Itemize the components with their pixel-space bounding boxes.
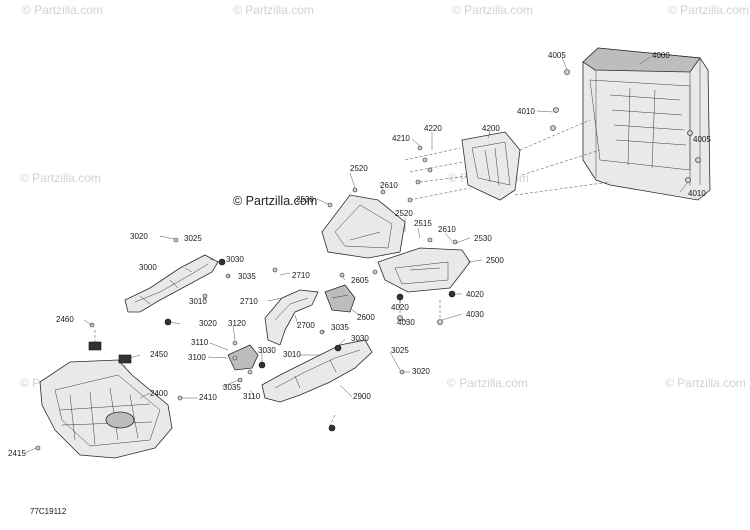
callout-label: 2450 [150, 350, 168, 359]
callout-label: 2710 [292, 271, 310, 280]
callout-label: 3010 [189, 297, 207, 306]
callout-label: 4010 [517, 107, 535, 116]
storage-box-4000 [582, 47, 711, 201]
watermark: © Partzilla.com [668, 3, 749, 17]
bracket-2600 [324, 284, 356, 313]
watermark: © Partzilla.com [665, 376, 746, 390]
callout-label: 4030 [466, 310, 484, 319]
callout-label: 4005 [548, 51, 566, 60]
callout-label: 4010 [688, 189, 706, 198]
watermark: © Partzilla.com [447, 376, 528, 390]
floor-panel-2500 [377, 247, 471, 293]
callout-label: 4200 [482, 124, 500, 133]
callout-label: 3030 [226, 255, 244, 264]
callout-label: 4020 [466, 290, 484, 299]
hardware-layer [35, 69, 701, 451]
watermark: © Partzilla.com [20, 171, 101, 185]
watermark: © Partzilla.com [22, 3, 103, 17]
callout-label: 4220 [424, 124, 442, 133]
callout-label: 2410 [199, 393, 217, 402]
bracket-3100 [227, 344, 259, 371]
callout-label: 2610 [380, 181, 398, 190]
callout-label: 4020 [391, 303, 409, 312]
watermark: © Partzilla.com [233, 3, 314, 17]
callout-label: 3035 [223, 383, 241, 392]
callout-label: 3110 [243, 392, 261, 401]
callout-label: 2600 [357, 313, 375, 322]
callout-label: 2460 [56, 315, 74, 324]
callout-label: 2530 [296, 195, 314, 204]
callout-label: 3020 [412, 367, 430, 376]
callout-label: 2710 [240, 297, 258, 306]
callout-label: 3020 [199, 319, 217, 328]
side-rail-3000 [124, 254, 219, 313]
callout-label: 3035 [238, 272, 256, 281]
callout-label: 2900 [353, 392, 371, 401]
diagram-code: 77C19112 [30, 507, 67, 516]
callout-label: 3025 [391, 346, 409, 355]
callout-label: 2500 [486, 256, 504, 265]
callout-label: 3020 [130, 232, 148, 241]
callout-label: 3030 [351, 334, 369, 343]
callout-label: 4005 [693, 135, 711, 144]
floor-panel-2530 [321, 194, 406, 259]
callout-label: 3035 [331, 323, 349, 332]
callout-label: 3110 [191, 338, 209, 347]
callout-labels: 4005 4000 4010 4005 4210 4220 4200 4010 … [8, 51, 711, 458]
callout-label: 2515 [414, 219, 432, 228]
side-rail-2900 [261, 339, 373, 403]
callout-label: 3025 [184, 234, 202, 243]
callout-label: 2520 [395, 209, 413, 218]
watermark: © Partzilla.com [452, 3, 533, 17]
callout-label: 4030 [397, 318, 415, 327]
callout-label: 3010 [283, 350, 301, 359]
callout-label: 2605 [351, 276, 369, 285]
callout-label: 2700 [297, 321, 315, 330]
floor-frame-2400 [39, 359, 173, 459]
callout-label: 2530 [474, 234, 492, 243]
callout-label: 3100 [188, 353, 206, 362]
callout-label: 2400 [150, 389, 168, 398]
leader-lines [24, 56, 691, 454]
callout-label: 2520 [350, 164, 368, 173]
callout-label: 3000 [139, 263, 157, 272]
callout-label: 3030 [258, 346, 276, 355]
watermark-main: © Partzilla.com [233, 194, 317, 208]
callout-label: 4000 [652, 51, 670, 60]
callout-label: 3120 [228, 319, 246, 328]
wheel-well-2700 [264, 289, 319, 346]
callout-label: 4210 [392, 134, 410, 143]
callout-label: 2610 [438, 225, 456, 234]
panel-4200 [461, 131, 521, 201]
callout-label: 2415 [8, 449, 26, 458]
